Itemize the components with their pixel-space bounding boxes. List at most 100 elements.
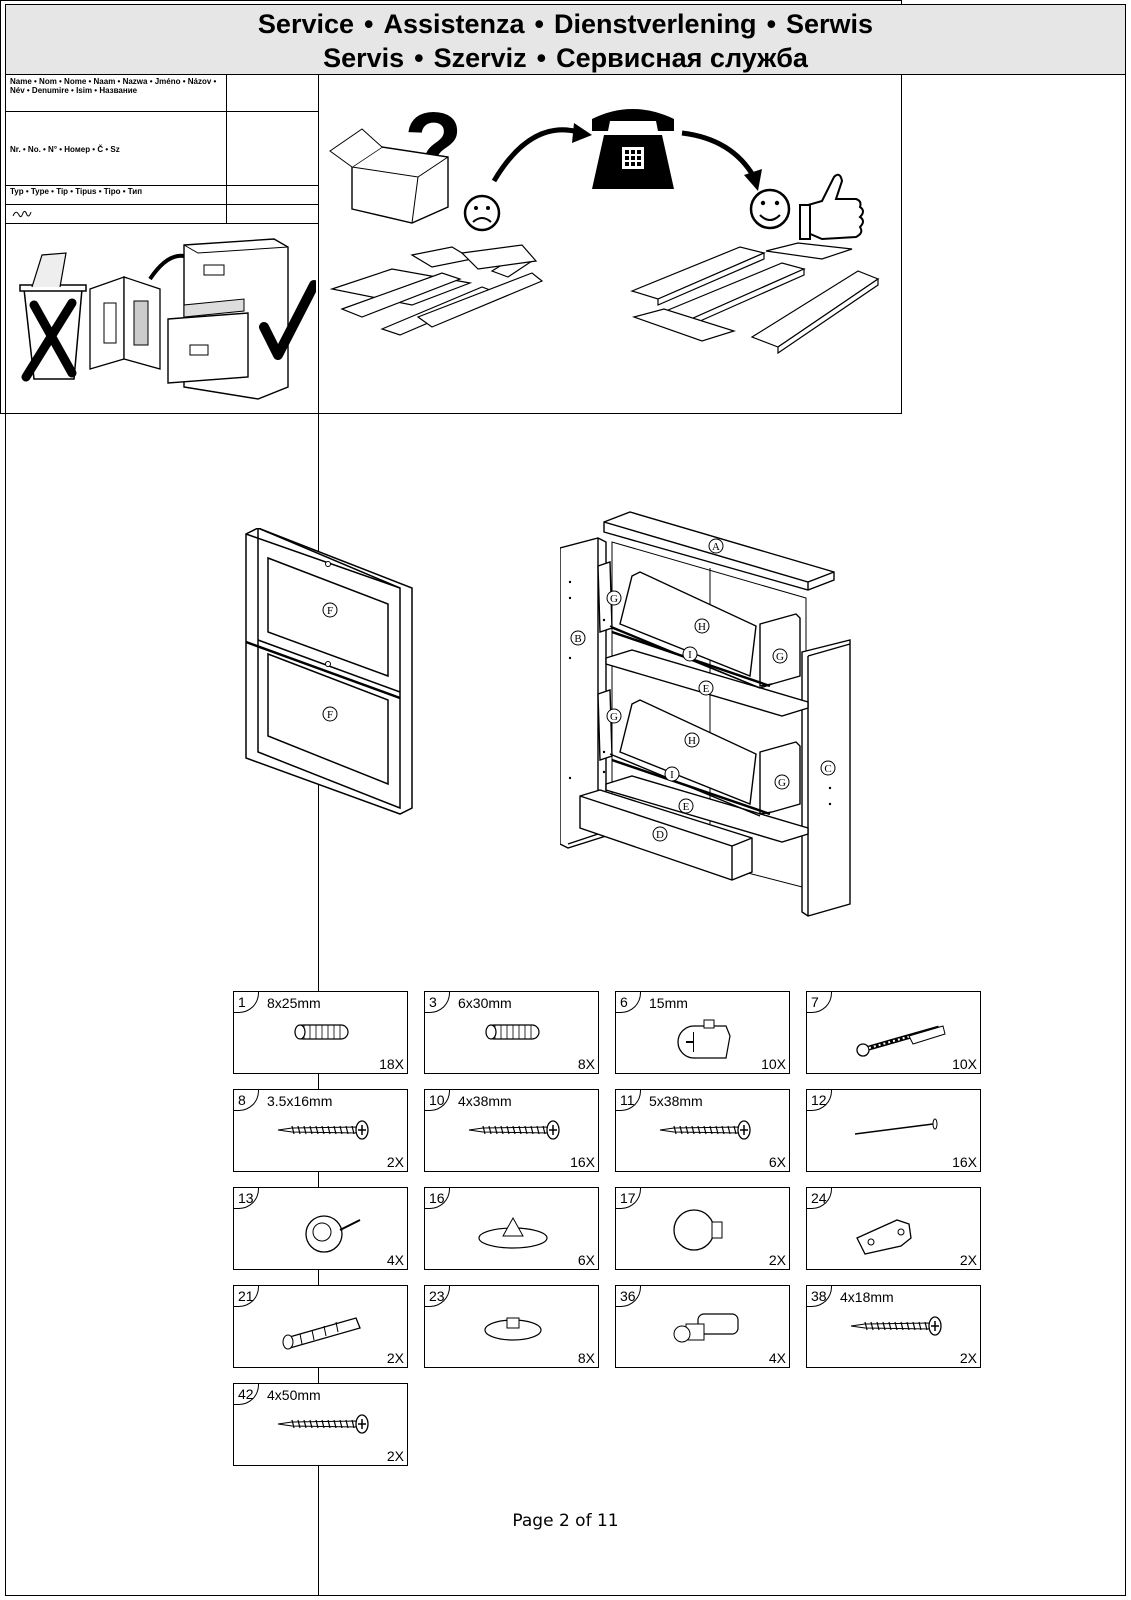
title-word: Сервисная служба xyxy=(556,43,808,73)
service-title-line-1: Service•Assistenza•Dienstverlening•Serwi… xyxy=(257,9,874,39)
type-label: Typ • Type • Tip • Tipus • Tipo • Тип xyxy=(10,187,143,196)
fitting-size: 6x30mm xyxy=(458,995,512,1011)
fitting-quantity: 18X xyxy=(379,1056,404,1072)
screw-icon xyxy=(277,1414,369,1434)
number-label: Nr. • No. • N° • Номер • Č • Sz xyxy=(10,145,120,154)
fitting-number: 1 xyxy=(238,994,246,1010)
fitting-number: 21 xyxy=(238,1288,254,1304)
fitting-quantity: 2X xyxy=(768,1252,786,1268)
fitting-quantity: 2X xyxy=(959,1252,977,1268)
service-title-line-2: Servis•Szerviz•Сервисная служба xyxy=(323,43,808,73)
telephone-icon xyxy=(592,109,674,189)
fitting-number: 7 xyxy=(811,994,819,1010)
furniture-glide-icon xyxy=(305,1215,361,1253)
title-word: Dienstverlening xyxy=(554,9,757,39)
svg-text:I: I xyxy=(688,649,692,661)
screw-icon xyxy=(468,1120,560,1140)
signature-icon xyxy=(12,210,32,218)
svg-text:H: H xyxy=(688,735,696,747)
open-box-icon xyxy=(329,128,449,224)
fitting-quantity: 10X xyxy=(952,1056,977,1072)
part-label-g: G xyxy=(772,648,788,664)
page-number: Page 2 of 11 xyxy=(512,1511,619,1531)
screw-icon xyxy=(850,1316,942,1336)
angle-bracket-icon xyxy=(856,1219,912,1255)
thumbs-up-icon xyxy=(799,173,864,241)
fitting-number: 13 xyxy=(238,1190,254,1206)
cam-bolt-icon xyxy=(856,1025,946,1057)
fitting-quantity: 2X xyxy=(386,1350,404,1366)
part-label-i: I xyxy=(682,646,698,662)
fitting-item: 13 4X xyxy=(233,1187,408,1270)
fitting-number: 23 xyxy=(429,1288,445,1304)
svg-text:A: A xyxy=(712,541,720,553)
part-label-b: B xyxy=(570,630,586,646)
fitting-item: 1 8x25mm 18X xyxy=(233,991,408,1074)
title-word: Szerviz xyxy=(433,43,527,73)
screw-icon xyxy=(277,1120,369,1140)
fitting-quantity: 4X xyxy=(386,1252,404,1268)
fitting-number: 16 xyxy=(429,1190,445,1206)
washer-icon xyxy=(484,1317,542,1341)
service-process-illustration: ? xyxy=(329,93,880,355)
fitting-size: 3.5x16mm xyxy=(267,1093,333,1109)
svg-text:G: G xyxy=(778,777,786,789)
fitting-size: 15mm xyxy=(649,995,688,1011)
type-field[interactable] xyxy=(226,186,318,204)
fitting-item: 21 2X xyxy=(233,1285,408,1368)
dowel-icon xyxy=(485,1024,540,1040)
part-label-f: F xyxy=(322,706,338,722)
fitting-number: 3 xyxy=(429,994,437,1010)
service-form: Name • Nom • Nome • Naam • Nazwa • Jméno… xyxy=(6,75,319,224)
carcass-exploded-diagram: A B C D E E G G G G H H I I xyxy=(560,511,851,917)
name-field[interactable] xyxy=(226,75,318,111)
svg-text:E: E xyxy=(683,801,690,813)
manual-booklet-icon xyxy=(89,276,161,370)
fitting-quantity: 2X xyxy=(386,1448,404,1464)
service-header: Service•Assistenza•Dienstverlening•Serwi… xyxy=(6,5,1125,75)
cover-cap-icon xyxy=(478,1216,548,1249)
fitting-number: 10 xyxy=(429,1092,445,1108)
fitting-size: 8x25mm xyxy=(267,995,321,1011)
part-label-d: D xyxy=(652,826,668,842)
part-label-e: E xyxy=(698,680,714,696)
fitting-number: 8 xyxy=(238,1092,246,1108)
part-label-i: I xyxy=(664,766,680,782)
fitting-number: 6 xyxy=(620,994,628,1010)
door-panels-diagram: F F xyxy=(245,528,413,815)
scattered-panels-icon xyxy=(329,244,544,336)
happy-face-icon xyxy=(749,188,791,230)
part-label-h: H xyxy=(684,732,700,748)
dowel-icon xyxy=(294,1024,349,1040)
svg-text:C: C xyxy=(824,763,831,775)
part-label-f: F xyxy=(322,602,338,618)
trash-bin-icon xyxy=(19,252,87,382)
title-word: Servis xyxy=(323,43,405,73)
title-word: Serwis xyxy=(786,9,874,39)
svg-text:B: B xyxy=(574,633,581,645)
part-label-g: G xyxy=(606,708,622,724)
fitting-quantity: 2X xyxy=(959,1350,977,1366)
fitting-number: 24 xyxy=(811,1190,827,1206)
number-field[interactable] xyxy=(226,112,318,185)
signature-field[interactable] xyxy=(226,205,318,223)
screw-icon xyxy=(659,1120,751,1140)
file-cabinet-icon xyxy=(167,238,289,400)
title-word: Service xyxy=(257,9,355,39)
fitting-quantity: 10X xyxy=(761,1056,786,1072)
service-panel: Service•Assistenza•Dienstverlening•Serwi… xyxy=(5,4,1126,1596)
svg-text:D: D xyxy=(656,829,664,841)
fitting-quantity: 2X xyxy=(386,1154,404,1170)
archive-manual-illustration xyxy=(19,238,316,400)
svg-text:I: I xyxy=(670,769,674,781)
fitting-item: 6 15mm 10X xyxy=(615,991,790,1074)
svg-text:G: G xyxy=(610,593,618,605)
